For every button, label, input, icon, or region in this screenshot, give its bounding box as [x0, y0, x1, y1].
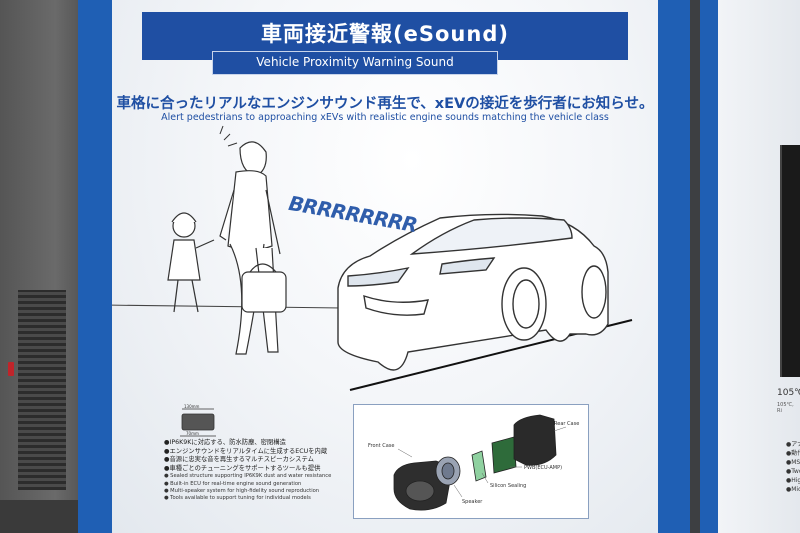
label-speaker: Speaker	[462, 499, 483, 505]
adjacent-bullet-5: ●High	[786, 477, 800, 484]
feature-en-1: ● Sealed structure supporting IP6K9K dus…	[164, 473, 332, 480]
label-rear-case: Rear Case	[554, 421, 580, 427]
feature-jp-1: ●IP6K9Kに対応する、防水防塵、密閉構造	[164, 439, 286, 446]
label-silicon-sealing: Silicon Sealing	[490, 483, 527, 489]
panel-title: 車両接近警報(eSound)	[261, 22, 509, 46]
panel-subtitle: Vehicle Proximity Warning Sound	[256, 55, 454, 69]
adjacent-bullets: ●アナ ●動作 ●MS ●Two ●High ●Mid	[786, 440, 800, 494]
dimension-top-label: 130mm	[184, 404, 200, 409]
display-monitor	[780, 145, 800, 377]
feature-en-3: ● Multi-speaker system for high-fidelity…	[164, 487, 320, 494]
adjacent-bullet-4: ●Two	[786, 468, 800, 475]
ground-line	[112, 304, 343, 309]
exhibit-panel: 車両接近警報(eSound) Vehicle Proximity Warning…	[112, 0, 658, 533]
adjacent-bullet-2: ●動作	[786, 450, 800, 457]
left-wall	[0, 0, 92, 533]
subtitle-banner: Vehicle Proximity Warning Sound	[212, 51, 498, 75]
adjacent-subtext: 105℃, Ri	[777, 402, 794, 414]
exploded-view-drawing	[393, 414, 567, 511]
dimension-bottom-label: 70mm	[186, 431, 199, 436]
child-figure	[167, 212, 215, 313]
feature-jp-4: ●車種ごとのチューニングをサポートするツールも提供	[164, 464, 321, 472]
feature-en-4: ● Tools available to support tuning for …	[164, 494, 311, 501]
illustration	[112, 125, 633, 437]
feature-en-2: ● Built-in ECU for real-time engine soun…	[164, 480, 302, 487]
red-indicator-light	[8, 362, 14, 376]
adjacent-bullet-6: ●Mid	[786, 486, 800, 493]
adjacent-heading: 105℃	[777, 388, 800, 398]
feature-jp-2: ●エンジンサウンドをリアルタイムに生成するECUを内蔵	[164, 447, 328, 455]
feature-jp-3: ●音源に忠実な音を再生するマルチスピーカシステム	[164, 456, 314, 464]
label-pwb: PWB(ECU-AMP)	[524, 465, 563, 471]
exploded-view-diagram: Front Case Rear Case Speaker Silicon Sea…	[353, 404, 589, 519]
woman-figure	[219, 141, 287, 355]
wall-vent	[18, 290, 66, 490]
sound-wave-lines	[219, 125, 238, 147]
adjacent-bullet-1: ●アナ	[786, 441, 800, 448]
pwb-shape	[491, 436, 517, 474]
adjacent-bullet-3: ●MS	[786, 459, 800, 466]
rear-case-shape	[513, 414, 557, 466]
car-figure	[337, 213, 609, 371]
headline-jp: 車格に合ったリアルなエンジンサウンド再生で、xEVの接近を歩行者にお知らせ。	[116, 96, 654, 112]
feature-list: ●IP6K9Kに対応する、防水防塵、密閉構造 ●エンジンサウンドをリアルタイムに…	[164, 439, 374, 502]
dimension-labels: 130mm 70mm	[174, 404, 220, 436]
label-front-case: Front Case	[368, 443, 395, 449]
module-dimension-drawing	[180, 408, 216, 437]
headline-en: Alert pedestrians to approaching xEVs wi…	[161, 112, 609, 123]
